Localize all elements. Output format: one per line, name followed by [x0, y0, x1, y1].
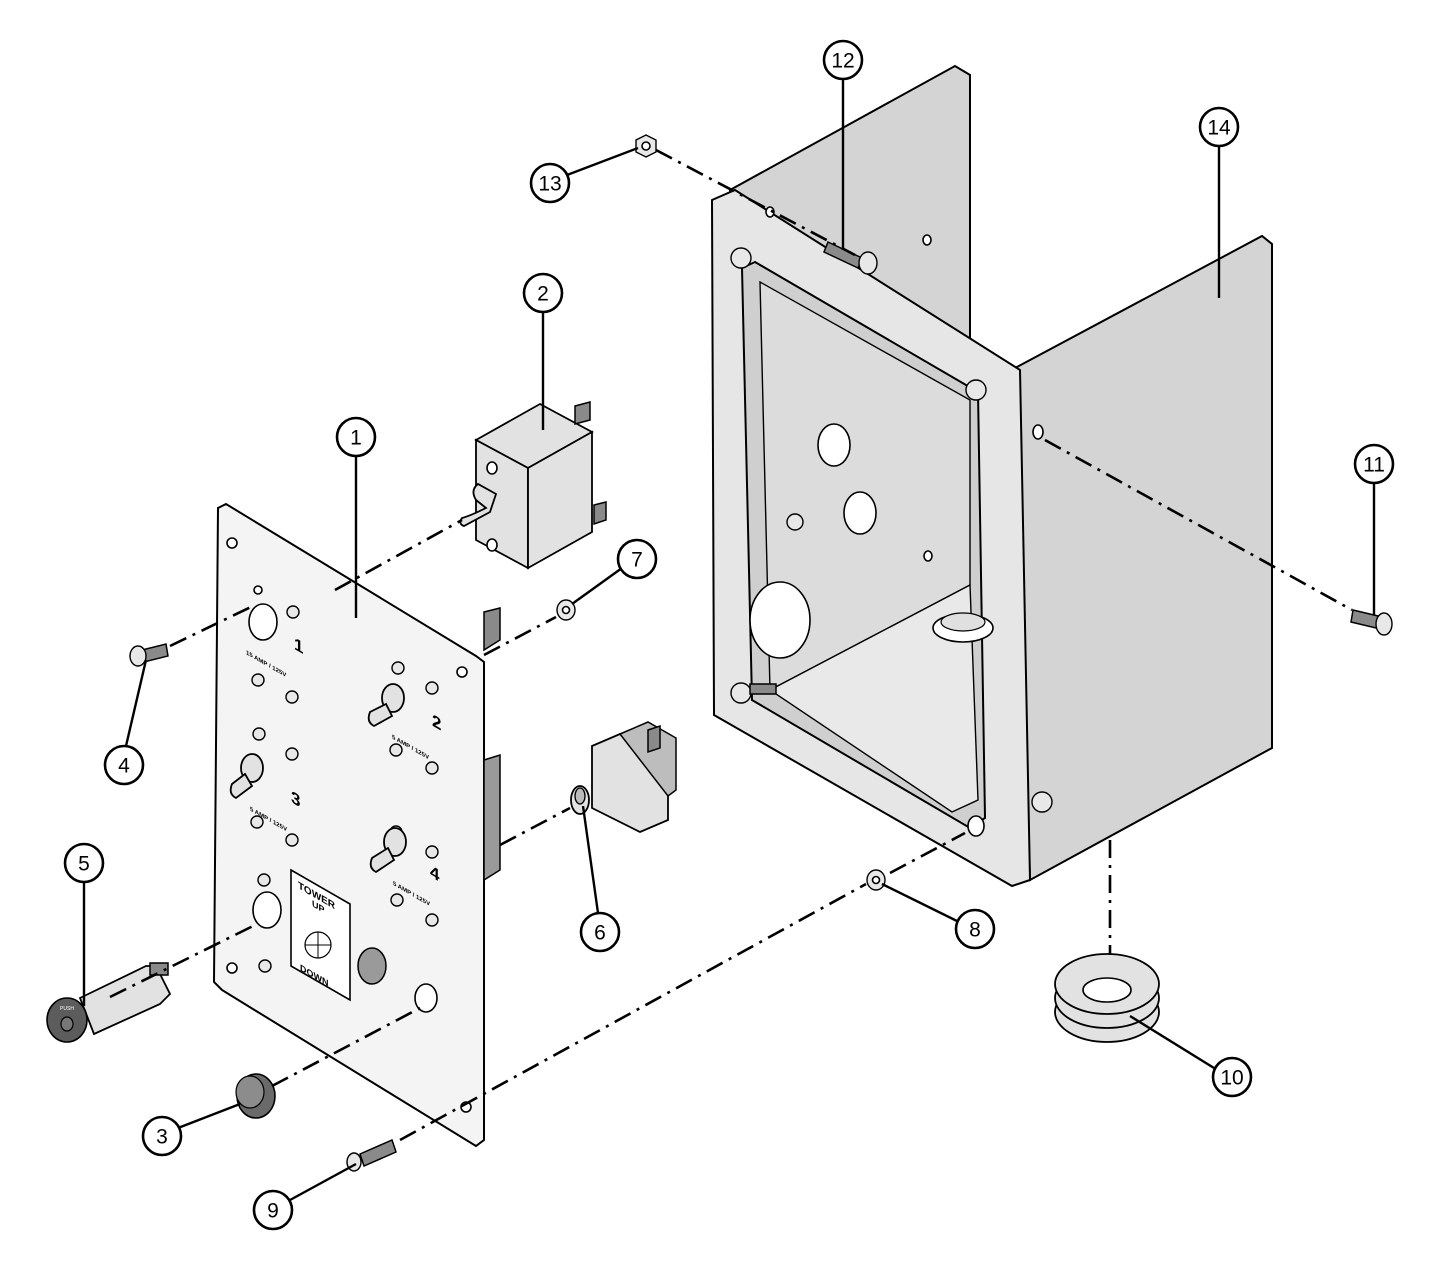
fuse-holder-5: PUSH: [46, 962, 172, 1043]
svg-text:1: 1: [350, 427, 362, 450]
assembly-center-lines: [109, 148, 1353, 1142]
callout-10: 10: [1129, 1014, 1253, 1098]
screw-9: [346, 1138, 397, 1172]
callout-14: 14: [1198, 106, 1240, 298]
enclosure-box: [710, 64, 1273, 888]
svg-text:12: 12: [831, 50, 854, 73]
svg-text:11: 11: [1363, 454, 1385, 477]
rocker-switch-6: [570, 721, 677, 833]
screw-11: [1350, 609, 1393, 636]
callout-6: 6: [579, 805, 621, 953]
switch-number-3: 3: [291, 786, 300, 811]
callout-4: 4: [103, 659, 148, 786]
svg-text:2: 2: [537, 283, 549, 306]
callout-12: 12: [822, 39, 864, 248]
nut-13: [635, 134, 657, 158]
toggle-switch-3: [229, 753, 264, 800]
svg-text:3: 3: [156, 1126, 168, 1149]
grommet-10: [1054, 953, 1160, 1043]
svg-text:5: 5: [78, 853, 90, 876]
svg-text:8: 8: [969, 919, 981, 942]
svg-text:6: 6: [594, 922, 606, 945]
fuse-cap-label: PUSH: [60, 1006, 74, 1012]
callout-7: 7: [571, 538, 658, 605]
nut-7: [556, 599, 576, 621]
toggle-switch-4: [369, 827, 407, 874]
circuit-breaker-2: [459, 401, 607, 570]
svg-text:4: 4: [118, 755, 130, 778]
callout-3: 3: [141, 1102, 241, 1157]
callout-13: 13: [529, 146, 639, 204]
grommet-plug-3: [235, 1073, 276, 1119]
enclosure-side-wall: [1013, 234, 1273, 882]
svg-text:7: 7: [631, 549, 643, 572]
callout-1: 1: [335, 416, 377, 618]
switch-number-4: 4: [430, 861, 440, 886]
svg-text:9: 9: [267, 1200, 279, 1223]
callout-11: 11: [1353, 443, 1395, 615]
svg-text:14: 14: [1207, 117, 1231, 140]
switch-number-1: 1: [294, 633, 303, 658]
callout-2: 2: [522, 272, 564, 430]
svg-text:13: 13: [538, 173, 561, 196]
svg-text:10: 10: [1220, 1067, 1243, 1090]
screw-12: [823, 240, 878, 275]
tower-label: TOWER UP DOWN: [290, 868, 351, 1002]
callout-5: 5: [63, 842, 105, 1006]
callout-labels: 1 2 3 4 5 6 7: [63, 39, 1395, 1231]
toggle-switch-2: [367, 683, 405, 728]
face-plate: 1 15 AMP / 125V 2 5 AMP / 125V 3 5 AMP /…: [212, 502, 501, 1148]
switch-number-2: 2: [432, 710, 441, 735]
callout-9: 9: [252, 1162, 357, 1231]
screw-4: [129, 643, 169, 667]
callout-8: 8: [881, 882, 996, 950]
washer-8: [866, 869, 886, 891]
